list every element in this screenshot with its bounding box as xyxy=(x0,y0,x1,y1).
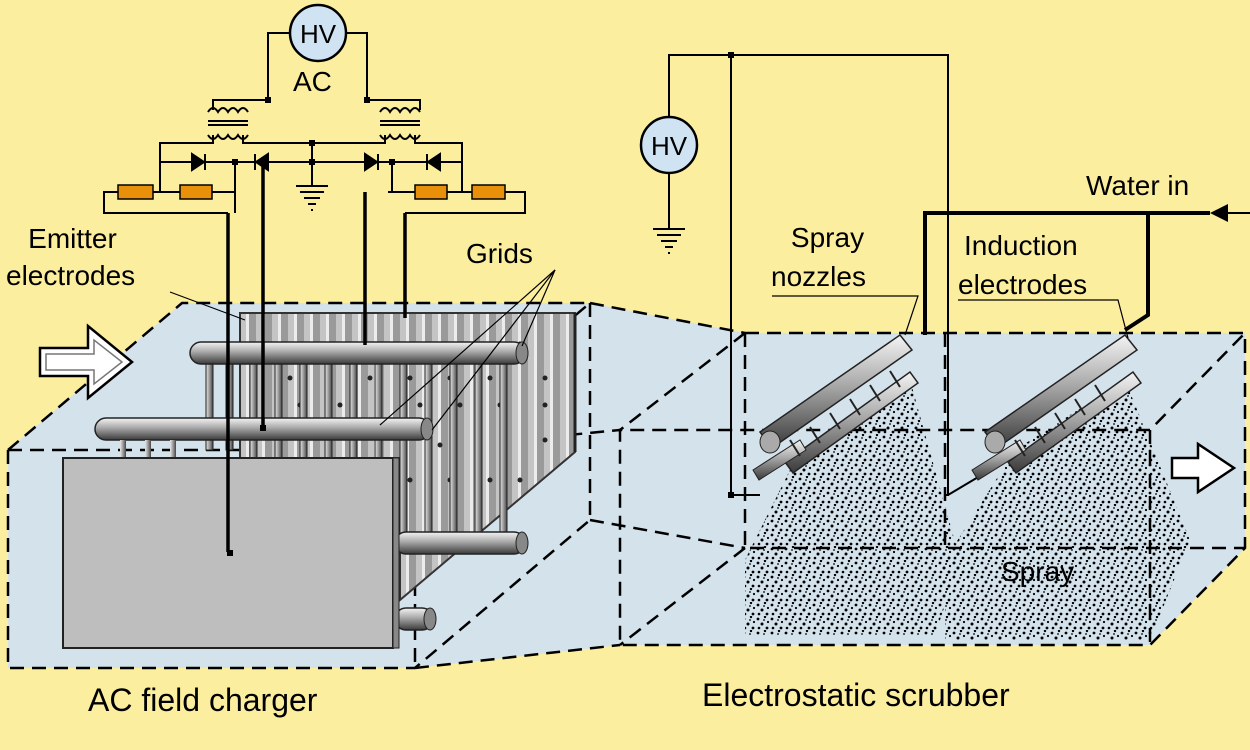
water-pipe xyxy=(923,211,1210,335)
ac-label: AC xyxy=(293,66,332,97)
emitter-label-1: Emitter xyxy=(28,223,117,254)
spray-nozzles-label-2: nozzles xyxy=(771,261,866,292)
scrubber-circuit xyxy=(653,54,991,496)
hv-source-top xyxy=(288,3,348,63)
induction-label-2: electrodes xyxy=(958,269,1088,300)
charger-feed-wires xyxy=(226,162,407,552)
inlet-arrow xyxy=(38,323,134,401)
induction-label-1: Induction xyxy=(964,230,1078,261)
outlet-arrow xyxy=(1170,441,1237,495)
leader-lines xyxy=(169,269,1129,431)
emitter-rods xyxy=(205,359,508,541)
water-in-arrow xyxy=(1210,204,1250,222)
emitter-label-2: electrodes xyxy=(6,260,136,291)
hv-top-text: HV xyxy=(300,19,337,49)
diodes xyxy=(191,152,441,172)
resistors xyxy=(117,184,506,200)
hv-source-right xyxy=(639,115,699,175)
spray-nozzle-assembly-1 xyxy=(752,333,920,481)
water-in-label: Water in xyxy=(1086,170,1190,201)
charger-circuit xyxy=(103,32,526,214)
electrostatic-scrubber-label: Electrostatic scrubber xyxy=(702,677,1010,713)
spray-nozzle-assembly-2 xyxy=(971,333,1143,481)
spray-clouds xyxy=(745,380,1190,640)
spray-label: Spray xyxy=(1001,556,1075,587)
grids-label: Grids xyxy=(466,238,533,269)
hv-right-text: HV xyxy=(651,131,688,161)
spray-nozzles-label-1: Spray xyxy=(790,222,865,253)
ac-field-charger-label: AC field charger xyxy=(88,682,318,718)
